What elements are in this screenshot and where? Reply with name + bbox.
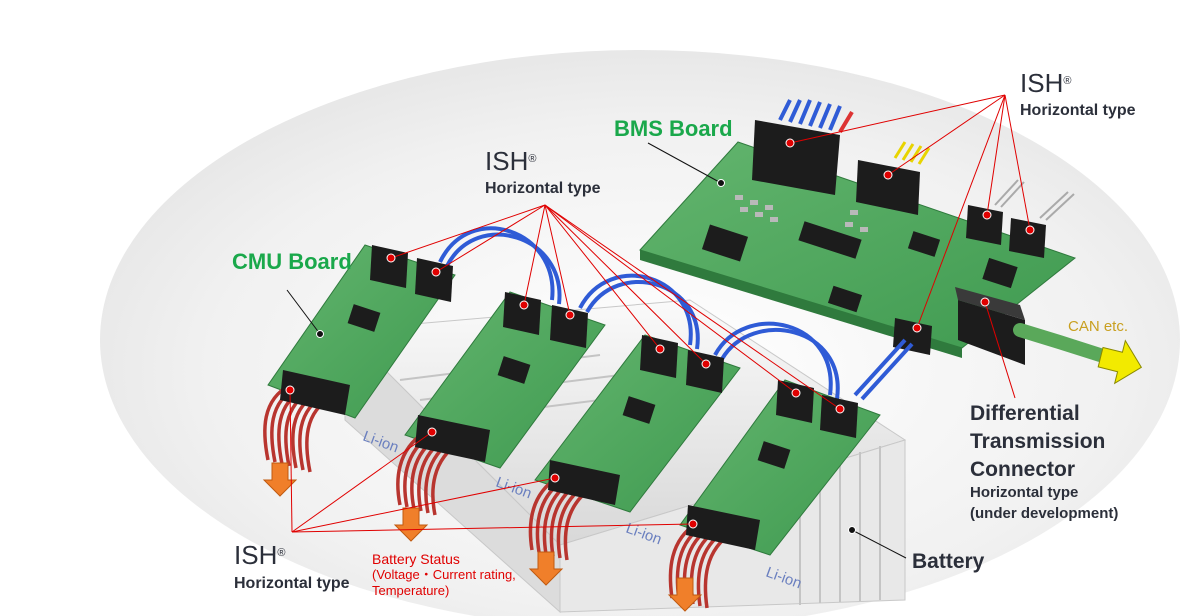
- differential-connector: [955, 287, 1025, 365]
- bms-secondary-connector: [856, 141, 931, 215]
- cmu-board-label: CMU Board: [232, 249, 352, 274]
- ish-label-middle: ISH®: [485, 146, 537, 176]
- battery-status-label: Battery Status (Voltage・Current rating, …: [372, 551, 516, 598]
- under-development-label: (under development): [970, 505, 1119, 522]
- battery-label: Battery: [912, 550, 985, 573]
- ish-label-top-right: ISH®: [1020, 68, 1072, 98]
- bms-small-connectors: [966, 179, 1075, 258]
- can-cable: [1013, 323, 1107, 362]
- battery-status-arrows: [262, 462, 703, 612]
- ish-horizontal-type-top-right: Horizontal type: [1020, 102, 1136, 119]
- bms-ish-lower: [893, 318, 932, 355]
- cmu-ish-connectors: [370, 245, 858, 438]
- callout-lines-black: [286, 142, 907, 559]
- bms-board-label: BMS Board: [614, 116, 733, 141]
- callout-lines: [289, 94, 1031, 533]
- cmu-bottom-ish-connectors: [280, 370, 760, 550]
- differential-horizontal-type: Horizontal type: [970, 484, 1079, 501]
- blue-cables: [438, 226, 914, 401]
- bms-main-connector: [752, 99, 854, 195]
- differential-connector-label: Differential Transmission Connector: [970, 402, 1106, 481]
- callout-dots-black: [316, 179, 856, 534]
- ish-horizontal-type-bottom: Horizontal type: [234, 575, 350, 592]
- can-label: CAN etc.: [1068, 318, 1129, 335]
- callout-dots: [285, 138, 1035, 529]
- ish-label-bottom: ISH®: [234, 540, 286, 570]
- ish-horizontal-type-middle: Horizontal type: [485, 180, 601, 197]
- can-arrow: [1097, 339, 1143, 385]
